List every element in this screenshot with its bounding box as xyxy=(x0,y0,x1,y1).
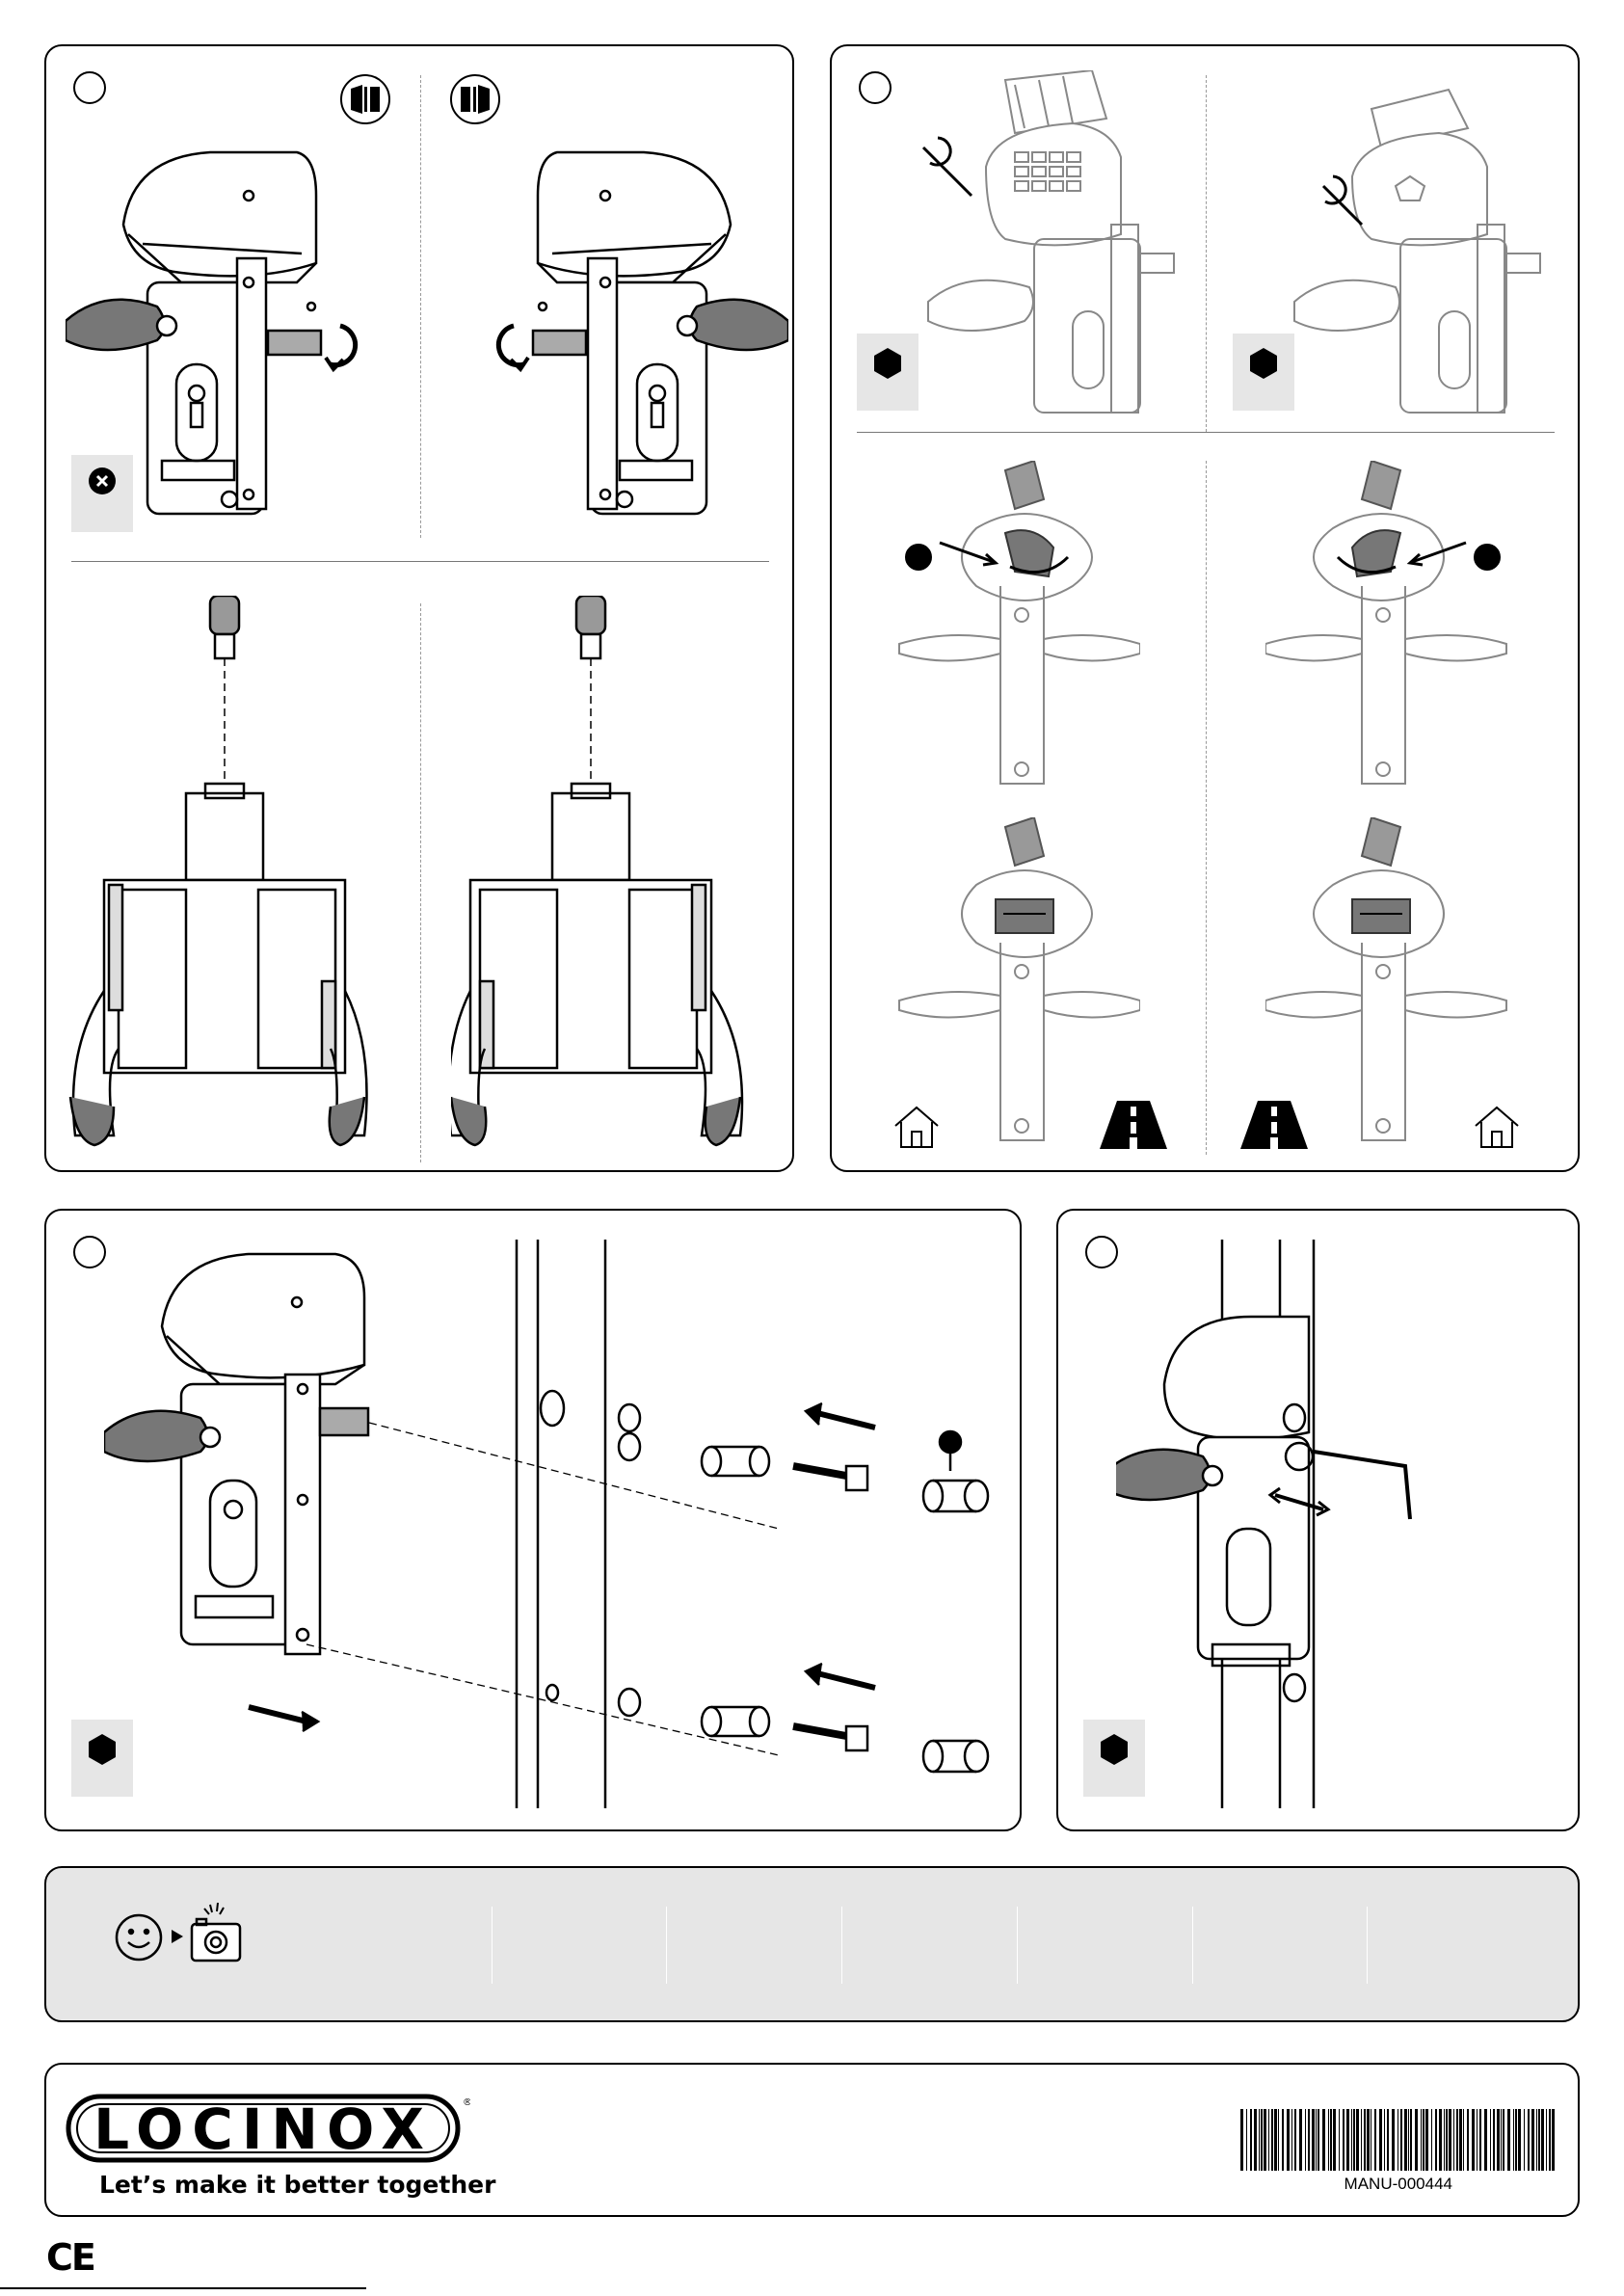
door-right-icon xyxy=(449,73,501,125)
barcode xyxy=(1240,2109,1558,2173)
panel-step-2 xyxy=(830,44,1580,1172)
brand-slogan: Let’s make it better together xyxy=(99,2171,495,2199)
tips-bar xyxy=(44,1866,1580,2022)
tool-box xyxy=(71,1720,133,1797)
smiley-icon xyxy=(114,1912,164,1962)
panel-step-4 xyxy=(1056,1209,1580,1831)
road-icon xyxy=(1100,1101,1167,1149)
step-number-circle xyxy=(1085,1236,1118,1268)
step-number-circle xyxy=(859,71,892,104)
mechanism-bottom-left xyxy=(890,817,1140,1145)
lock-illustration-right xyxy=(441,138,788,523)
mechanism-top-right xyxy=(1265,461,1516,788)
not-allowed-icon xyxy=(88,467,117,495)
adjustment-illustration xyxy=(1116,1240,1559,1818)
footer-panel: LOCINOX ® Let’s make it better together … xyxy=(44,2063,1580,2217)
hex-key-icon xyxy=(871,347,904,380)
brand-logo: LOCINOX ® xyxy=(66,2094,470,2171)
warning-box xyxy=(71,455,133,532)
hex-key-icon xyxy=(1247,347,1280,380)
registered-mark: ® xyxy=(463,2097,470,2108)
panel-step-3 xyxy=(44,1209,1022,1831)
step-number-circle xyxy=(73,71,106,104)
mechanism-top-left xyxy=(890,461,1140,788)
brand-name: LOCINOX xyxy=(93,2096,433,2162)
ce-mark: CE xyxy=(46,2236,94,2279)
top-view-left xyxy=(66,596,413,1155)
hex-key-icon xyxy=(86,1733,119,1766)
play-arrow-icon xyxy=(172,1930,183,1943)
keypad-lock-open-cover xyxy=(918,70,1179,417)
house-icon xyxy=(1472,1105,1522,1149)
tool-box-right xyxy=(1233,334,1294,411)
panel-step-1 xyxy=(44,44,794,1172)
mounting-illustration xyxy=(104,1240,1010,1818)
top-view-right xyxy=(451,596,798,1155)
house-icon xyxy=(892,1105,942,1149)
step-number-circle xyxy=(73,1236,106,1268)
tool-box xyxy=(1083,1720,1145,1797)
hex-key-icon xyxy=(1098,1733,1131,1766)
road-icon xyxy=(1240,1101,1308,1149)
document-code: MANU-000444 xyxy=(1344,2175,1452,2194)
tool-box-left xyxy=(857,334,918,411)
mechanism-bottom-right xyxy=(1265,817,1516,1145)
keypad-lock-cover-removed xyxy=(1285,70,1545,417)
door-left-icon xyxy=(339,73,391,125)
camera-icon xyxy=(189,1903,243,1964)
